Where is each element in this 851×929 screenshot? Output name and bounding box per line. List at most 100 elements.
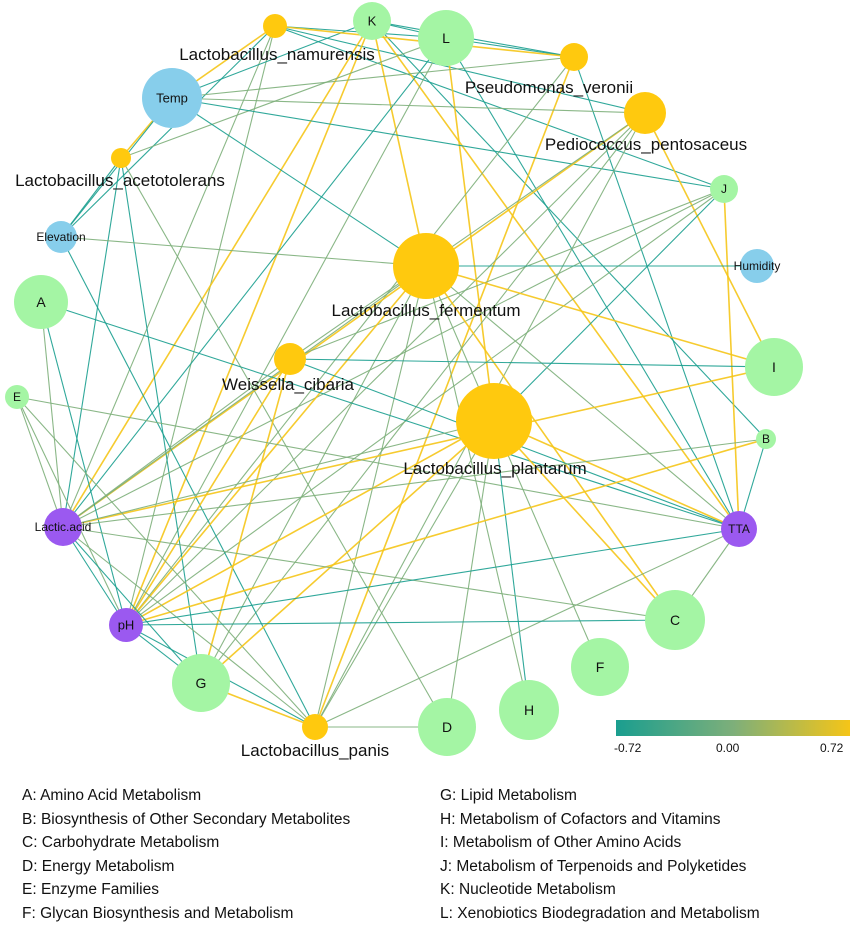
edge-i-lactic-acid <box>62 366 775 528</box>
edge-lactic-acid-c <box>62 526 676 621</box>
node-lactobacillus-plantarum <box>456 383 532 459</box>
edge-lactobacillus-plantarum-h <box>493 420 530 711</box>
edge-weissella-cibaria-ph <box>125 358 291 626</box>
edge-tta-ph <box>125 528 740 626</box>
edge-pediococcus-pentosaceus-i <box>644 112 775 368</box>
node-label-l: L <box>442 30 450 46</box>
node-tta <box>721 511 757 547</box>
function-legend-left: A: Amino Acid Metabolism B: Biosynthesis… <box>22 784 350 926</box>
edge-ph-c <box>125 619 676 626</box>
edge-e-lactic-acid <box>16 396 64 528</box>
labels-layer: Lactobacillus_namurensisKLPseudomonas_ve… <box>13 14 780 760</box>
node-label-weissella-cibaria: Weissella_cibaria <box>222 375 355 394</box>
edge-j-ph <box>125 188 725 626</box>
function-legend-right: G: Lipid Metabolism H: Metabolism of Cof… <box>440 784 760 926</box>
edge-pseudomonas-veronii-temp <box>171 56 575 99</box>
color-scale: -0.72 0.00 0.72 <box>614 720 850 760</box>
node-label-j: J <box>721 182 727 196</box>
edge-weissella-cibaria-lactic-acid <box>62 358 291 528</box>
edge-lactic-acid-g <box>62 526 202 684</box>
edge-j-weissella-cibaria <box>289 188 725 360</box>
node-pseudomonas-veronii <box>560 43 588 71</box>
edge-lactobacillus-fermentum-f <box>425 265 601 668</box>
edge-a-lactic-acid <box>40 301 64 528</box>
node-h <box>499 680 559 740</box>
node-lactobacillus-panis <box>302 714 328 740</box>
edge-lactobacillus-fermentum-lactobacillus-panis <box>314 265 427 728</box>
node-lactobacillus-fermentum <box>393 233 459 299</box>
edge-lactobacillus-plantarum-g <box>200 420 495 684</box>
node-label-f: F <box>596 659 605 675</box>
edge-b-lactic-acid <box>62 438 767 528</box>
edge-lactobacillus-plantarum-c <box>493 420 676 621</box>
edge-k-ph <box>125 20 373 626</box>
edge-elevation-lactobacillus-panis <box>60 236 316 728</box>
edge-lactobacillus-plantarum-lactic-acid <box>62 420 495 528</box>
edge-a-ph <box>40 301 127 626</box>
edge-lactobacillus-fermentum-c <box>425 265 676 621</box>
legend-item-a: A: Amino Acid Metabolism <box>22 787 202 804</box>
edge-pseudomonas-veronii-lactobacillus-panis <box>314 56 575 728</box>
node-d <box>418 698 476 756</box>
node-label-humidity: Humidity <box>734 259 781 273</box>
node-label-k: K <box>368 14 377 29</box>
node-label-b: B <box>762 432 770 446</box>
edge-lactobacillus-plantarum-ph <box>125 420 495 626</box>
edge-lactic-acid-ph <box>62 526 127 626</box>
edge-lactobacillus-namurensis-ph <box>125 25 276 626</box>
edge-i-weissella-cibaria <box>289 358 775 368</box>
edge-k-lactic-acid <box>62 20 373 528</box>
node-label-lactobacillus-namurensis: Lactobacillus_namurensis <box>179 45 375 64</box>
node-label-h: H <box>524 702 534 718</box>
node-f <box>571 638 629 696</box>
node-label-elevation: Elevation <box>36 230 85 244</box>
color-scale-mid-label: 0.00 <box>716 741 740 755</box>
node-label-a: A <box>36 294 46 310</box>
node-label-temp: Temp <box>156 91 188 106</box>
legend-item-g: G: Lipid Metabolism <box>440 787 577 804</box>
node-label-lactobacillus-fermentum: Lactobacillus_fermentum <box>332 301 521 320</box>
legend-item-h: H: Metabolism of Cofactors and Vitamins <box>440 810 721 828</box>
edge-lactobacillus-acetotolerans-g <box>120 157 202 684</box>
node-pediococcus-pentosaceus <box>624 92 666 134</box>
edge-lactobacillus-acetotolerans-elevation <box>60 157 122 238</box>
edge-k-b <box>371 20 767 440</box>
legend-item-j: J: Metabolism of Terpenoids and Polyketi… <box>440 857 747 875</box>
edge-lactobacillus-fermentum-lactic-acid <box>62 265 427 528</box>
node-k <box>353 2 391 40</box>
edge-j-lactobacillus-plantarum <box>493 188 725 422</box>
edge-lactobacillus-namurensis-j <box>274 25 725 190</box>
edge-l-ph <box>125 37 447 626</box>
edge-temp-lactobacillus-fermentum <box>171 97 427 267</box>
edge-lactobacillus-plantarum-lactobacillus-panis <box>314 420 495 728</box>
node-label-i: I <box>772 359 776 375</box>
nodes-layer <box>5 2 803 756</box>
edge-l-tta <box>445 37 740 530</box>
node-label-ph: pH <box>118 618 135 633</box>
legend-item-f: F: Glycan Biosynthesis and Metabolism <box>22 904 294 922</box>
node-l <box>418 10 474 66</box>
node-i <box>745 338 803 396</box>
edge-lactobacillus-fermentum-tta <box>425 265 740 530</box>
node-ph <box>109 608 143 642</box>
edge-j-tta <box>723 188 740 530</box>
node-a <box>14 275 68 329</box>
node-label-lactobacillus-plantarum: Lactobacillus_plantarum <box>403 459 586 478</box>
legend-item-c: C: Carbohydrate Metabolism <box>22 834 220 852</box>
edge-elevation-lactobacillus-fermentum <box>60 236 427 267</box>
edge-lactobacillus-fermentum-i <box>425 265 775 368</box>
edge-lactobacillus-acetotolerans-d <box>120 157 448 728</box>
edge-pediococcus-pentosaceus-weissella-cibaria <box>289 112 646 360</box>
node-lactobacillus-acetotolerans <box>111 148 131 168</box>
node-temp <box>142 68 202 128</box>
legend-item-e: E: Enzyme Families <box>22 881 159 899</box>
legend-item-k: K: Nucleotide Metabolism <box>440 881 616 899</box>
node-label-g: G <box>196 675 207 691</box>
node-weissella-cibaria <box>274 343 306 375</box>
node-c <box>645 590 705 650</box>
edge-e-lactobacillus-panis <box>16 396 316 728</box>
edge-pediococcus-pentosaceus-ph <box>125 112 646 626</box>
edge-lactic-acid-lactobacillus-panis <box>62 526 316 728</box>
edge-a-tta <box>40 301 740 530</box>
edge-lactobacillus-namurensis-pediococcus-pentosaceus <box>274 25 646 114</box>
